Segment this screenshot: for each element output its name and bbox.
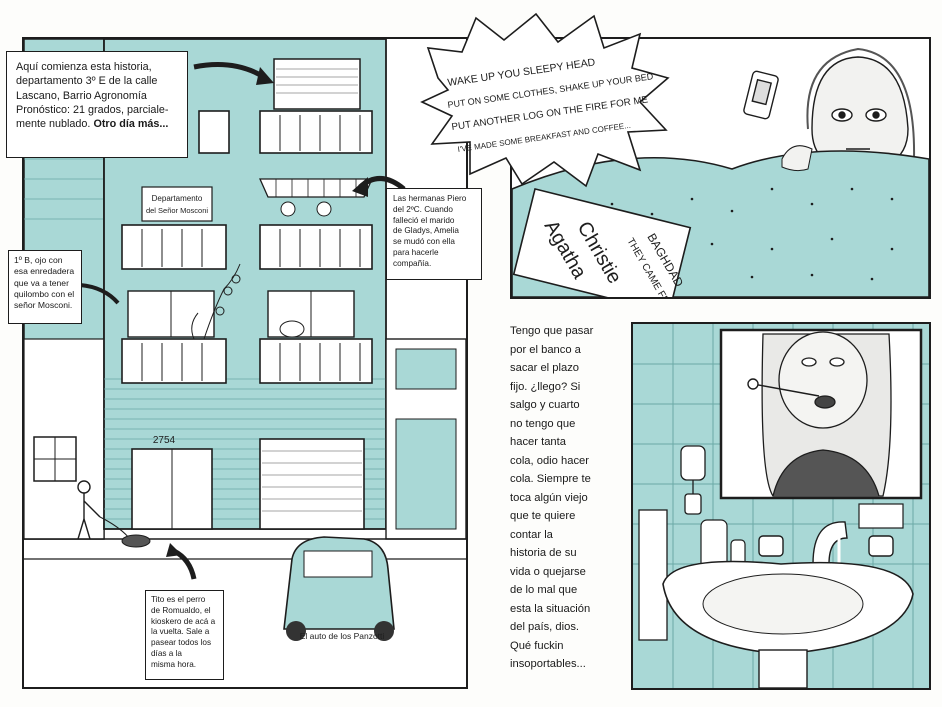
caption-tito: Tito es el perro de Romualdo, el kiosker… (145, 590, 224, 680)
monologue-line: Qué fuckin (510, 639, 564, 652)
awning (258, 178, 374, 198)
monologue-line: del país, dios. (510, 621, 580, 633)
caption-piero: Las hermanas Piero del 2ºC. Cuando falle… (386, 188, 482, 280)
caption-intro-line2: departamento 3º E de la calle (16, 75, 158, 88)
caption-1b-line2: esa enredadera (14, 266, 75, 277)
monologue-line: Tengo que pasar (510, 325, 594, 337)
faucet (758, 521, 894, 565)
woman-in-bed (806, 47, 916, 172)
caption-intro-line1: Aquí comienza esta historia, (16, 61, 152, 73)
balcony-mid-right (259, 224, 373, 270)
balcony-low-right (259, 338, 373, 384)
sister-figure-2 (316, 201, 332, 217)
song-bubble: WAKE UP YOU SLEEPY HEAD PUT ON SOME CLOT… (420, 12, 670, 188)
monologue-line: de lo mal que (510, 584, 578, 596)
caption-piero-line3: falleció el marido (393, 215, 455, 225)
caption-1b-line3: que va a tener (14, 277, 69, 288)
caption-piero-line1: Las hermanas Piero (393, 194, 467, 203)
caption-piero-line2: del 2ºC. Cuando (393, 204, 453, 214)
caption-tito-line6: días a la (151, 649, 182, 659)
monologue-line: vida o quejarse (510, 565, 586, 578)
caption-piero-line4: de Gladys, Amelia (393, 226, 459, 236)
monologue-text: Tengo que pasar por el banco a sacar el … (510, 322, 614, 674)
sister-figure-1 (280, 201, 296, 217)
building-number: 2754 (153, 435, 176, 446)
caption-tito-line5: pasear todos los (151, 638, 212, 648)
monologue-line: hacer tanta (510, 436, 566, 448)
towel (638, 509, 668, 641)
caption-intro: Aquí comienza esta historia, departament… (6, 51, 188, 158)
sign-mosconi-box (141, 186, 213, 222)
monologue-line: cola. Siempre te (510, 473, 591, 485)
caption-1b: 1º B, ojo con esa enredadera que va a te… (8, 250, 82, 324)
top-window (273, 58, 361, 110)
toothbrush (747, 378, 820, 397)
monologue-line: sacar el plazo (510, 362, 580, 374)
monologue-line: insoportables... (510, 658, 586, 670)
shower-head-icon (680, 445, 706, 515)
monologue-line: historia de su (510, 547, 577, 559)
dog-tito (121, 534, 151, 548)
caption-1b-line5: señor Mosconi. (14, 300, 73, 311)
balcony-top-right (259, 110, 373, 154)
monologue-line: fijo. ¿llego? Si (510, 380, 581, 393)
caption-piero-line5: se mudó con ella (393, 237, 455, 247)
sink-pedestal (758, 649, 808, 688)
caption-intro-line4: Pronóstico: 21 grados, parciale- (16, 103, 169, 116)
caption-tito-line4: la vuelta. Sale a (151, 627, 210, 637)
car-panzotti (283, 536, 395, 641)
garage-door (259, 438, 365, 530)
power-outlet (858, 503, 904, 529)
monologue-line: contar la (510, 528, 553, 541)
caption-tito-line1: Tito es el perro (151, 595, 206, 604)
caption-tito-line3: kioskero de acá a (151, 616, 216, 626)
caption-1b-line4: quilombo con el (14, 289, 75, 300)
monologue-line: por el banco a (510, 343, 581, 356)
dog-balcony (279, 320, 305, 338)
balcony-mid-left (121, 224, 227, 270)
arrow-1b (79, 283, 120, 305)
bathroom-illustration (633, 324, 929, 688)
book: Agatha Christie THEY CAME FROM BAGHDAD (512, 187, 692, 297)
balcony-low-left (121, 338, 227, 384)
car-label: El auto de los Panzotti (300, 631, 385, 641)
monologue-line: esta la situación (510, 602, 591, 615)
monologue-line: toca algún viejo (510, 491, 588, 504)
sign-mosconi-line1: Departamento (152, 194, 203, 203)
monologue-line: salgo y cuarto (510, 399, 580, 411)
sign-mosconi-line2: del Señor Mosconi (146, 206, 208, 215)
arrow-intro (193, 62, 266, 80)
monologue-line: no tengo que (510, 417, 576, 430)
caption-piero-line6: para hacerle compañía. (393, 248, 439, 268)
phone-icon (743, 70, 779, 120)
hand (781, 145, 813, 172)
woman-brushing-teeth (761, 331, 892, 497)
caption-intro-emphasis: Otro día más... (93, 118, 169, 130)
caption-intro-line3: Lascano, Barrio Agronomía (16, 89, 147, 102)
caption-1b-line1: 1º B, ojo con (14, 255, 63, 265)
monologue-line: que te quiere (510, 510, 576, 522)
caption-tito-line7: misma hora. (151, 659, 197, 669)
caption-intro-line5: mente nublado. (16, 118, 94, 130)
monologue-line: cola, odio hacer (510, 454, 589, 467)
vine-plants (191, 263, 241, 340)
caption-tito-line2: de Romualdo, el (151, 605, 211, 615)
bathroom-panel (631, 322, 931, 690)
pedestrian-figure (77, 480, 101, 540)
